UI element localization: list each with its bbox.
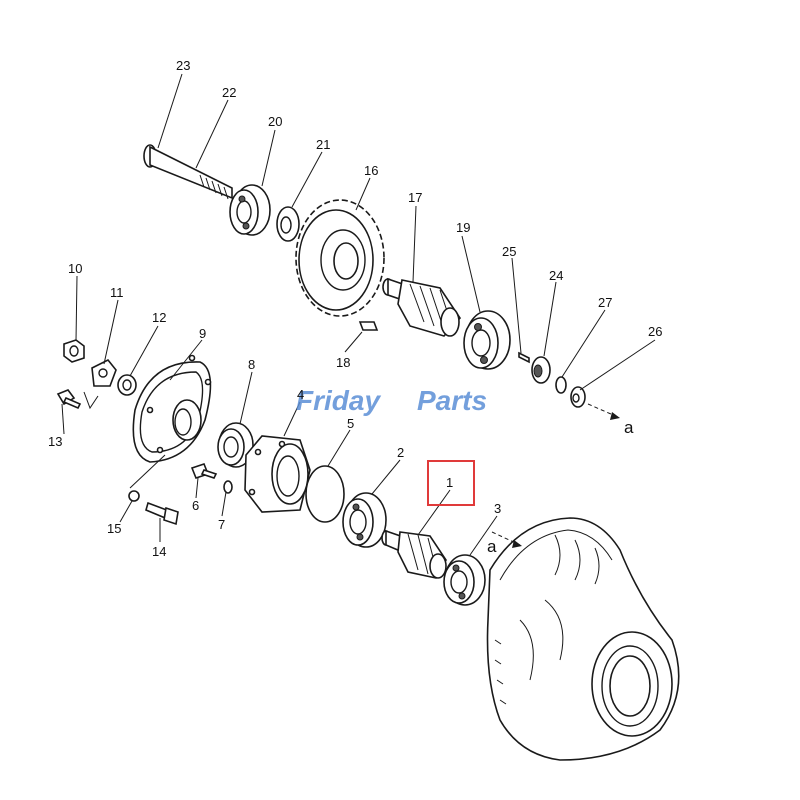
arrow-a-bottom: [491, 531, 522, 548]
callout-22: 22: [222, 85, 236, 100]
nut-10: [63, 339, 85, 363]
callout-17: 17: [408, 190, 422, 205]
callout-3: 3: [494, 501, 501, 516]
bolt-6: [190, 463, 218, 479]
callout-26: 26: [648, 324, 662, 339]
washer-27: [555, 376, 567, 394]
callout-labels: 23 22 20 21 16 17 19 25 24 27 26 a 10 11…: [48, 58, 662, 559]
callout-24: 24: [549, 268, 563, 283]
washer-7: [223, 480, 233, 494]
callout-7: 7: [218, 517, 225, 532]
callout-13: 13: [48, 434, 62, 449]
plate-11: [83, 358, 117, 410]
arrow-a-top: [587, 403, 621, 420]
nut-24: [531, 356, 551, 384]
bearing-20: [229, 184, 271, 236]
callout-a-top: a: [624, 418, 634, 437]
callout-2: 2: [397, 445, 404, 460]
callout-25: 25: [502, 244, 516, 259]
cover-9: [132, 354, 212, 463]
bearing-19: [463, 310, 511, 370]
nut-26: [570, 386, 586, 408]
callout-a-bottom: a: [487, 537, 497, 556]
callout-23: 23: [176, 58, 190, 73]
callout-4: 4: [297, 387, 304, 402]
pinion-1: [381, 529, 447, 579]
callout-16: 16: [364, 163, 378, 178]
callout-21: 21: [316, 137, 330, 152]
washer-12: [117, 374, 137, 396]
callout-20: 20: [268, 114, 282, 129]
watermark-part1: Friday: [296, 385, 381, 416]
leader-lines: [61, 73, 656, 556]
seal-8: [217, 422, 254, 468]
watermark-part2: Parts: [417, 385, 487, 416]
gear-16: [295, 199, 385, 317]
callout-14: 14: [152, 544, 166, 559]
bolt-13: [56, 389, 82, 410]
spacer-21: [276, 206, 300, 242]
bearing-3: [443, 554, 486, 606]
callout-11: 11: [110, 285, 124, 300]
callout-18: 18: [336, 355, 350, 370]
shaft-17: [382, 277, 462, 337]
key-18: [358, 321, 379, 331]
oring-5: [305, 465, 345, 523]
bolt-14: [145, 501, 179, 526]
callout-15: 15: [107, 521, 121, 536]
callout-12: 12: [152, 310, 166, 325]
case-housing: [486, 517, 680, 761]
bearing-2: [342, 492, 387, 548]
callout-6: 6: [192, 498, 199, 513]
pin-25: [518, 351, 530, 364]
callout-8: 8: [248, 357, 255, 372]
callout-27: 27: [598, 295, 612, 310]
watermark: Friday Parts: [296, 385, 487, 416]
housing-4: [244, 435, 311, 513]
callout-9: 9: [199, 326, 206, 341]
callout-19: 19: [456, 220, 470, 235]
callout-1: 1: [446, 475, 453, 490]
highlight-box: [427, 460, 475, 506]
bolt-22-23: [143, 144, 233, 200]
callout-5: 5: [347, 416, 354, 431]
washer-15: [128, 490, 140, 502]
callout-10: 10: [68, 261, 82, 276]
